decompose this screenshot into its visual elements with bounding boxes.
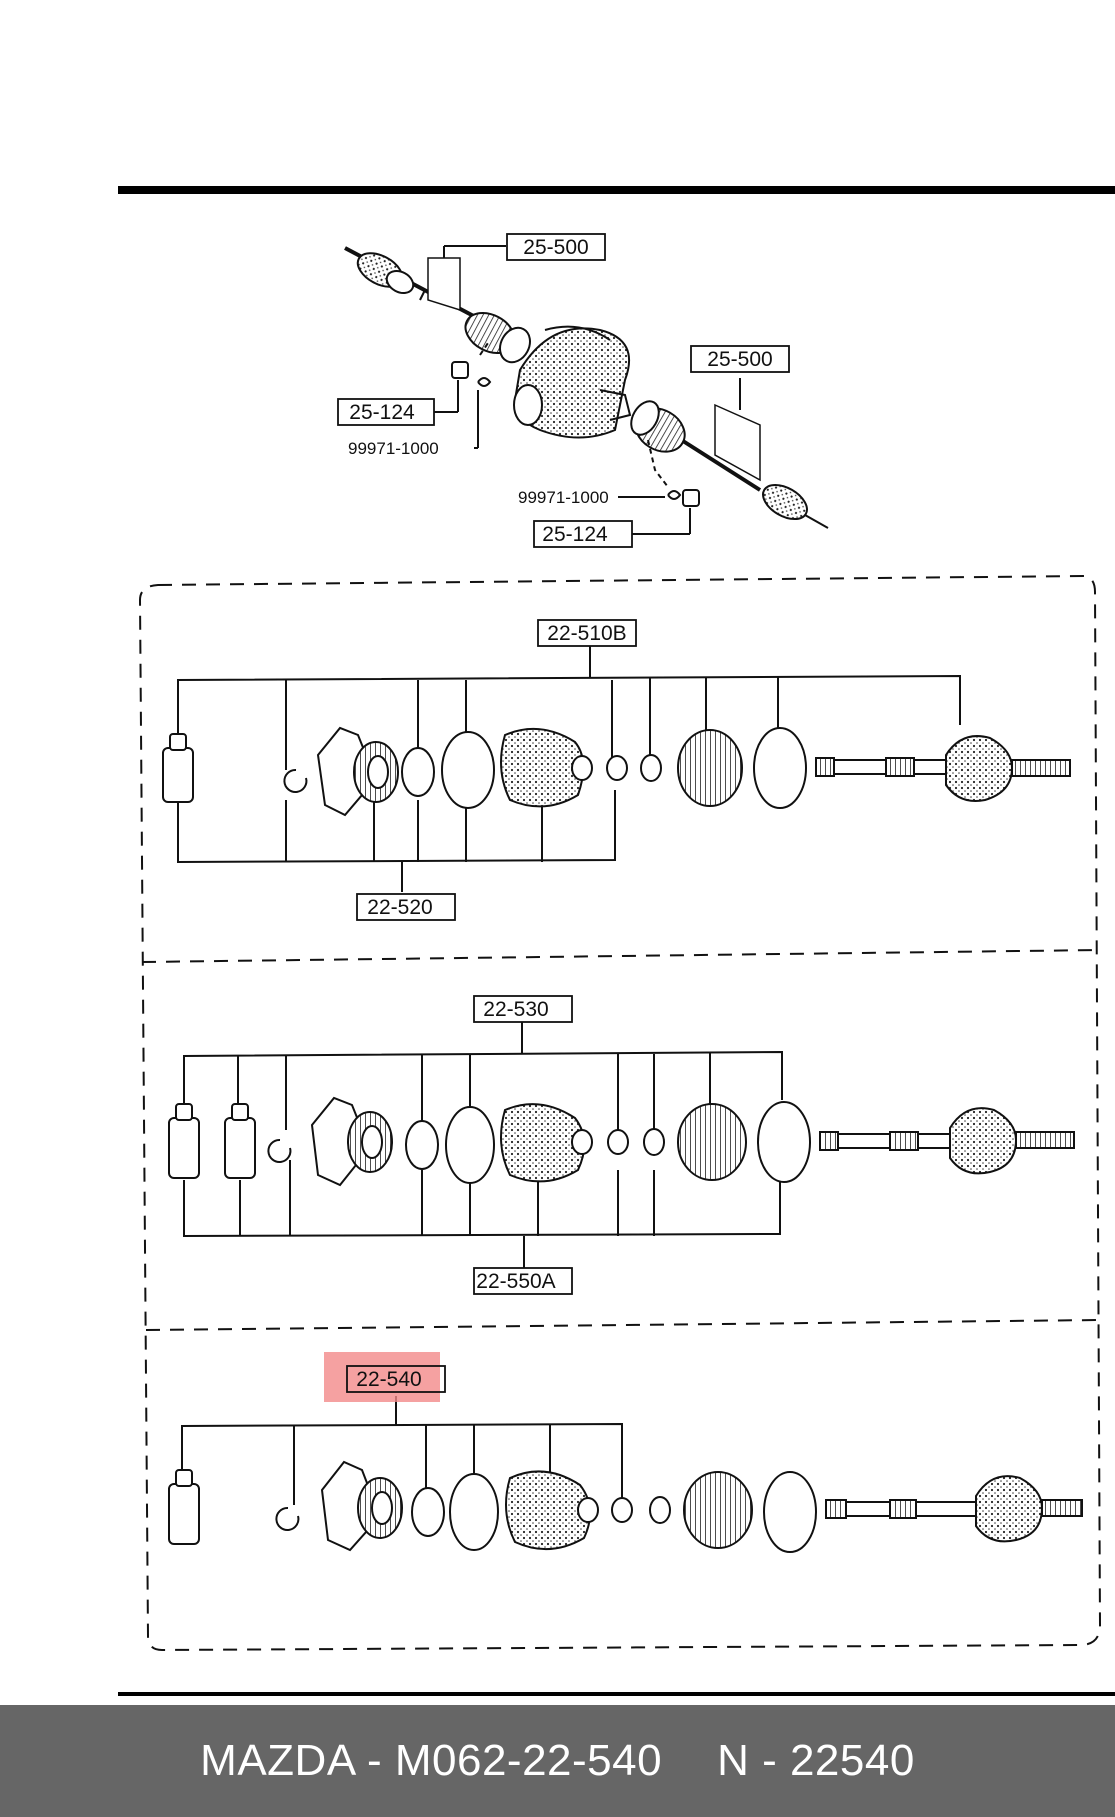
svg-text:22-550A: 22-550A xyxy=(476,1270,555,1293)
label-25-500-upper: 25-500 xyxy=(506,233,606,261)
label-22-520: 22-520 xyxy=(356,893,456,921)
part-number-text: MAZDA - M062-22-540 xyxy=(200,1736,663,1785)
label-22-540: 22-540 xyxy=(346,1365,446,1393)
svg-text:22-520: 22-520 xyxy=(367,896,432,919)
label-99971-1000-right: 99971-1000 xyxy=(518,488,609,507)
svg-text:25-500: 25-500 xyxy=(523,236,588,259)
label-22-510B: 22-510B xyxy=(537,619,637,647)
kit-panels xyxy=(138,574,1102,1652)
bottom-rule xyxy=(118,1692,1115,1696)
kit-b xyxy=(168,1022,1075,1270)
top-assembly xyxy=(344,245,829,535)
highlight-box xyxy=(324,1352,440,1402)
svg-text:22-540: 22-540 xyxy=(356,1368,421,1391)
parts-diagram: 25-500 25-500 25-124 99971-1000 99971-10… xyxy=(118,186,1115,1696)
svg-text:25-500: 25-500 xyxy=(707,348,772,371)
top-rule xyxy=(118,186,1115,194)
svg-text:25-124: 25-124 xyxy=(349,401,415,424)
label-22-550A: 22-550A xyxy=(473,1267,573,1295)
svg-text:22-510B: 22-510B xyxy=(547,622,626,645)
footer-bar: MAZDA - M062-22-540 N - 22540 xyxy=(0,1705,1115,1817)
label-99971-1000-left: 99971-1000 xyxy=(348,439,439,458)
label-22-530: 22-530 xyxy=(473,995,573,1023)
alt-number-text: N - 22540 xyxy=(717,1736,915,1785)
svg-text:25-124: 25-124 xyxy=(542,523,608,546)
kit-c xyxy=(168,1396,1083,1553)
label-25-500-lower: 25-500 xyxy=(690,345,790,373)
kit-a xyxy=(162,645,1071,892)
label-25-124-left: 25-124 xyxy=(337,398,435,426)
svg-text:22-530: 22-530 xyxy=(483,998,548,1021)
label-25-124-right: 25-124 xyxy=(533,520,633,548)
